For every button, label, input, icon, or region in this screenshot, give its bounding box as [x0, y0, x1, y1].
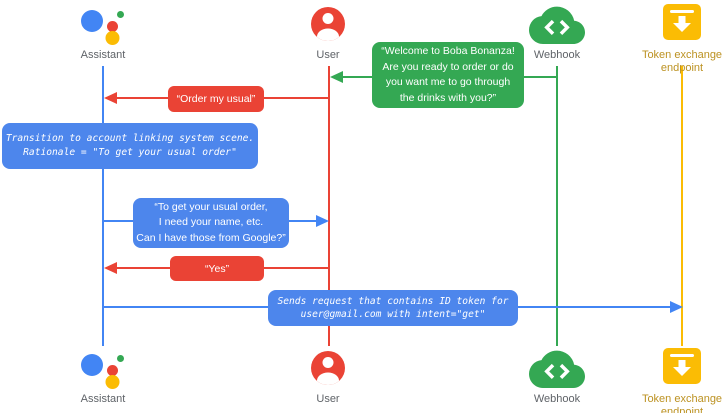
- message-line: user@gmail.com with intent="get": [300, 309, 486, 320]
- actor-label: Assistant: [80, 49, 126, 61]
- actor-label: Webhook: [533, 393, 581, 405]
- google-assistant-icon: [79, 346, 127, 390]
- actor-label-line: endpoint: [660, 62, 704, 74]
- user-lifeline: [328, 66, 330, 346]
- message-line: you want me to go through: [385, 76, 511, 88]
- yes-message: “Yes”: [170, 256, 264, 281]
- actor-token-endpoint-bottom: Token exchange endpoint: [632, 346, 725, 413]
- actor-token-endpoint-top: Token exchange endpoint: [632, 2, 725, 75]
- message-line: Can I have those from Google?”: [136, 231, 286, 244]
- message-line: “To get your usual order,: [154, 200, 268, 213]
- actor-webhook-top: Webhook: [507, 2, 607, 62]
- ask-arrowhead: [316, 215, 329, 227]
- actor-webhook-bottom: Webhook: [507, 346, 607, 406]
- actor-label: Assistant: [80, 393, 126, 405]
- user-icon: [306, 346, 350, 390]
- message-line: “Order my usual”: [176, 93, 256, 105]
- message-line: “Welcome to Boba Bonanza!: [381, 45, 515, 57]
- actor-label: User: [316, 393, 340, 405]
- message-line: “Yes”: [204, 262, 230, 275]
- actor-label: Token exchange endpoint: [642, 49, 722, 75]
- message-line: the drinks with you?”: [399, 91, 497, 104]
- order-arrowhead: [104, 92, 117, 104]
- actor-label: User: [316, 49, 340, 61]
- message-line: Sends request that contains ID token for: [277, 296, 509, 307]
- message-line: Rationale = "To get your usual order": [23, 147, 237, 158]
- ask-permission-message: “To get your usual order, I need your na…: [133, 198, 289, 248]
- actor-label-line: Token exchange: [641, 393, 723, 405]
- token-endpoint-icon: [660, 2, 704, 46]
- assistant-lifeline: [102, 66, 104, 346]
- message-line: Transition to account linking system sce…: [5, 133, 255, 144]
- message-line: Are you ready to order or do: [382, 60, 514, 73]
- transition-note: Transition to account linking system sce…: [2, 123, 258, 169]
- webhook-lifeline: [556, 66, 558, 346]
- actor-label-line: endpoint: [660, 406, 704, 413]
- token-endpoint-lifeline: [681, 66, 683, 346]
- token-endpoint-icon: [660, 346, 704, 390]
- actor-label: Token exchange endpoint: [642, 393, 722, 413]
- actor-label: Webhook: [533, 49, 581, 61]
- order-usual-message: “Order my usual”: [168, 86, 264, 112]
- actor-assistant-bottom: Assistant: [53, 346, 153, 406]
- yes-arrowhead: [104, 262, 117, 274]
- actor-user-top: User: [278, 2, 378, 62]
- actor-assistant-top: Assistant: [53, 2, 153, 62]
- message-line: I need your name, etc.: [158, 216, 264, 229]
- welcome-message: “Welcome to Boba Bonanza! Are you ready …: [372, 42, 524, 108]
- user-icon: [306, 2, 350, 46]
- send-request-arrowhead: [670, 301, 683, 313]
- webhook-cloud-icon: [529, 346, 585, 390]
- send-request-note: Sends request that contains ID token for…: [268, 290, 518, 326]
- google-assistant-icon: [79, 2, 127, 46]
- welcome-arrowhead: [330, 71, 343, 83]
- webhook-cloud-icon: [529, 2, 585, 46]
- actor-label-line: Token exchange: [641, 49, 723, 61]
- actor-user-bottom: User: [278, 346, 378, 406]
